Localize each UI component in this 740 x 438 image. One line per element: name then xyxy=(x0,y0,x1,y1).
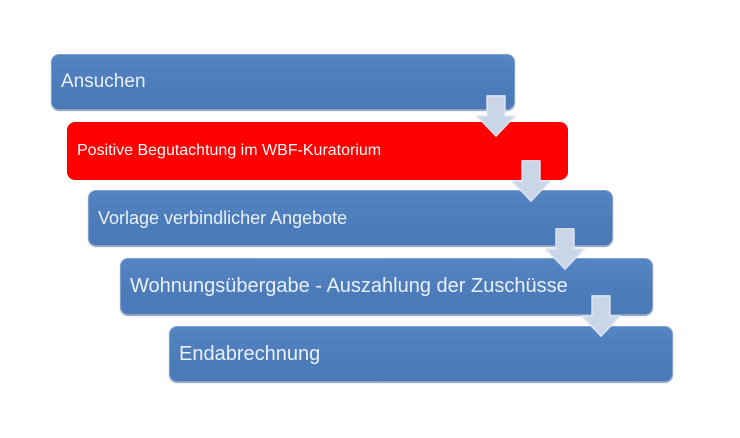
down-arrow-shape xyxy=(511,160,551,202)
down-arrow-shape xyxy=(476,95,516,137)
step-label: Endabrechnung xyxy=(179,342,321,365)
step-wohnungsuebergabe: Wohnungsübergabe - Auszahlung der Zuschü… xyxy=(120,258,653,315)
step-label: Positive Begutachtung im WBF-Kuratorium xyxy=(77,142,382,159)
down-arrow-shape xyxy=(581,295,621,337)
down-arrow-icon xyxy=(545,228,585,270)
step-ansuchen: Ansuchen xyxy=(51,54,515,110)
step-label: Ansuchen xyxy=(61,71,146,92)
down-arrow-icon xyxy=(476,95,516,137)
step-label: Vorlage verbindlicher Angebote xyxy=(98,207,348,228)
down-arrow-icon xyxy=(581,295,621,337)
step-label: Wohnungsübergabe - Auszahlung der Zuschü… xyxy=(130,275,568,297)
down-arrow-shape xyxy=(545,228,585,270)
step-vorlage-angebote: Vorlage verbindlicher Angebote xyxy=(88,190,613,246)
step-endabrechnung: Endabrechnung xyxy=(169,326,673,382)
down-arrow-icon xyxy=(511,160,551,202)
step-positive-begutachtung: Positive Begutachtung im WBF-Kuratorium xyxy=(67,122,568,180)
